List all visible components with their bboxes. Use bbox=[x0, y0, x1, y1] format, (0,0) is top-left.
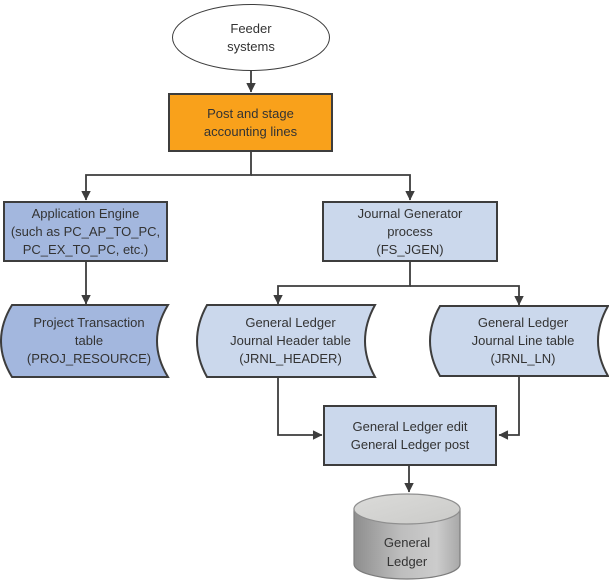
node-gl-edit-post: General Ledger edit General Ledger post bbox=[323, 405, 497, 466]
database-cylinder-icon bbox=[353, 493, 461, 580]
stored-data-shape bbox=[429, 305, 609, 377]
node-label: General Ledger bbox=[477, 315, 569, 330]
node-jrnl-ln: General Ledger Journal Line table (JRNL_… bbox=[429, 305, 609, 377]
node-label-group: General Ledger Journal Line table (JRNL_… bbox=[437, 305, 609, 377]
node-label: Journal Line table bbox=[471, 333, 575, 348]
node-label: PC_EX_TO_PC, etc.) bbox=[22, 241, 149, 257]
node-label: systems bbox=[227, 38, 275, 54]
node-label: accounting lines bbox=[203, 123, 298, 139]
connector-journal-gen-to-jrnl-ln bbox=[410, 285, 524, 306]
node-label: Application Engine bbox=[31, 205, 140, 221]
node-label: Post and stage bbox=[207, 105, 294, 121]
node-label: General Ledger edit bbox=[352, 418, 468, 434]
node-label: Feeder bbox=[230, 20, 272, 36]
connector-journal-gen-to-jrnl-header bbox=[273, 260, 411, 305]
stored-data-shape bbox=[0, 304, 170, 378]
node-proj-resource: Project Transaction table (PROJ_RESOURCE… bbox=[0, 304, 170, 378]
connector-post-stage-to-journal-gen bbox=[251, 174, 415, 201]
node-label: (JRNL_HEADER) bbox=[239, 351, 342, 366]
stored-data-shape bbox=[196, 304, 377, 378]
node-application-engine: Application Engine (such as PC_AP_TO_PC,… bbox=[3, 201, 168, 262]
node-label: General Ledger post bbox=[350, 436, 470, 452]
node-general-ledger-database: General Ledger bbox=[353, 493, 461, 581]
node-jrnl-header: General Ledger Journal Header table (JRN… bbox=[196, 304, 377, 378]
node-label-group: General Ledger bbox=[353, 533, 461, 571]
node-label: Ledger bbox=[386, 554, 428, 569]
node-label: (PROJ_RESOURCE) bbox=[26, 351, 152, 366]
node-journal-generator: Journal Generator process (FS_JGEN) bbox=[322, 201, 498, 262]
node-label: Journal Header table bbox=[230, 333, 351, 348]
node-label: table bbox=[74, 333, 104, 348]
node-label: (such as PC_AP_TO_PC, bbox=[10, 223, 161, 239]
node-label: General Ledger bbox=[245, 315, 336, 330]
node-label-group: General Ledger Journal Header table (JRN… bbox=[204, 304, 377, 378]
connector-jrnl-ln-to-gl-edit bbox=[498, 375, 520, 440]
connector-jrnl-header-to-gl-edit bbox=[277, 375, 323, 440]
node-label: process bbox=[387, 223, 433, 239]
node-post-and-stage: Post and stage accounting lines bbox=[168, 93, 333, 152]
node-label-group: Project Transaction table (PROJ_RESOURCE… bbox=[8, 304, 170, 378]
connector-post-stage-to-app-engine bbox=[81, 150, 252, 201]
node-label: (JRNL_LN) bbox=[490, 351, 556, 366]
node-label: General bbox=[383, 535, 431, 550]
node-label: (FS_JGEN) bbox=[376, 241, 444, 257]
node-label: Journal Generator bbox=[357, 205, 463, 221]
node-feeder-systems: Feeder systems bbox=[172, 4, 330, 71]
node-label: Project Transaction bbox=[33, 315, 145, 330]
